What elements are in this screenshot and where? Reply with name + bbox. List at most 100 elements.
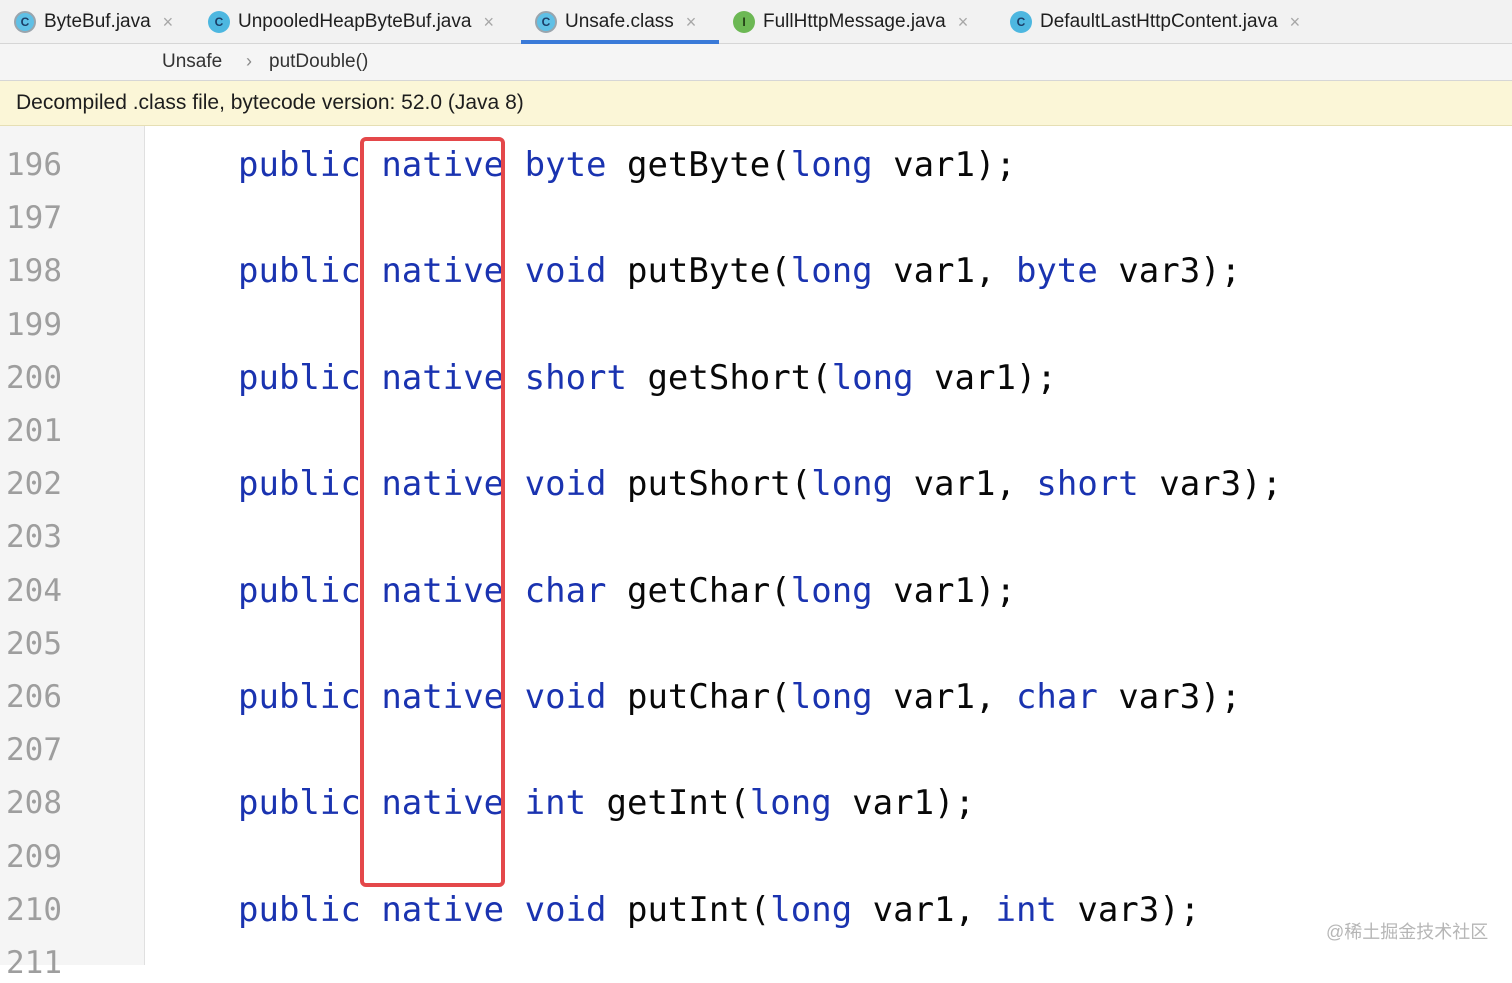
code-line[interactable]: public native void putChar(long var1, ch… xyxy=(238,675,1241,719)
code-keyword: native xyxy=(381,677,505,717)
code-keyword: char xyxy=(1015,677,1098,717)
line-number: 210 xyxy=(6,891,62,928)
close-icon[interactable]: × xyxy=(483,11,494,32)
code-text: putChar( xyxy=(606,677,791,717)
code-keyword: long xyxy=(770,889,853,930)
line-number: 207 xyxy=(6,732,62,769)
line-number: 202 xyxy=(6,466,62,503)
tab-label: FullHttpMessage.java xyxy=(763,11,946,32)
close-icon[interactable]: × xyxy=(957,11,969,32)
code-line[interactable]: public native short getShort(long var1); xyxy=(238,356,1057,400)
breadcrumb-item-unsafe[interactable]: Unsafe xyxy=(162,51,223,72)
code-keyword: void xyxy=(524,677,607,717)
code-text xyxy=(504,890,524,930)
code-keyword: public xyxy=(238,145,361,185)
code-text: putInt( xyxy=(606,889,771,930)
code-text: putByte( xyxy=(606,251,791,292)
line-number: 208 xyxy=(6,785,62,822)
code-keyword: long xyxy=(790,251,873,292)
code-line[interactable]: public native void putInt(long var1, int… xyxy=(238,888,1200,932)
line-number: 205 xyxy=(6,625,62,662)
code-text: getByte( xyxy=(606,145,791,185)
close-icon[interactable]: × xyxy=(162,11,174,32)
code-keyword: public xyxy=(238,889,361,930)
close-icon[interactable]: × xyxy=(1289,11,1301,32)
line-number: 211 xyxy=(6,945,62,981)
line-number: 204 xyxy=(6,572,62,609)
code-keyword: public xyxy=(238,677,361,717)
code-keyword: native xyxy=(381,570,505,611)
code-keyword: long xyxy=(790,145,873,185)
code-keyword: byte xyxy=(524,145,607,185)
line-number: 201 xyxy=(6,413,62,449)
line-number: 198 xyxy=(6,253,62,290)
code-keyword: long xyxy=(811,464,894,505)
code-text: putShort( xyxy=(606,464,812,505)
code-keyword: short xyxy=(1036,464,1139,505)
code-keyword: native xyxy=(381,251,505,292)
line-number: 197 xyxy=(6,200,62,237)
code-text xyxy=(504,677,524,717)
code-line[interactable]: public native void putShort(long var1, s… xyxy=(238,462,1282,506)
code-text: var1); xyxy=(872,570,1016,611)
code-text: var1, xyxy=(872,677,1016,717)
code-line[interactable]: public native char getChar(long var1); xyxy=(238,569,1016,613)
code-text: var1, xyxy=(893,464,1037,505)
code-line[interactable]: public native int getInt(long var1); xyxy=(238,781,975,825)
code-text xyxy=(504,358,524,398)
code-keyword: public xyxy=(238,464,361,505)
code-keyword: native xyxy=(381,783,505,824)
breadcrumb-separator-icon: › xyxy=(246,51,252,71)
code-text: var1); xyxy=(872,145,1016,185)
line-number: 203 xyxy=(6,519,62,556)
class-icon: C xyxy=(14,11,36,33)
code-keyword: public xyxy=(238,570,361,611)
code-keyword: long xyxy=(790,677,873,717)
tab-label: UnpooledHeapByteBuf.java xyxy=(238,11,472,32)
interface-icon: I xyxy=(733,11,755,33)
code-text xyxy=(504,464,524,504)
code-keyword: short xyxy=(524,357,627,398)
code-text: var3); xyxy=(1097,251,1242,292)
tab-unsafe-class[interactable]: C Unsafe.class × xyxy=(521,0,719,44)
code-keyword: public xyxy=(238,357,361,398)
line-number: 196 xyxy=(6,147,62,183)
code-text: getInt( xyxy=(586,783,750,824)
code-text xyxy=(361,890,381,930)
code-line[interactable]: public native byte getByte(long var1); xyxy=(238,143,1016,187)
watermark: @稀土掘金技术社区 xyxy=(1326,922,1489,942)
tab-unpooledheapbytebuf[interactable]: C UnpooledHeapByteBuf.java × xyxy=(208,0,494,44)
breadcrumb: Unsafe › putDouble() xyxy=(0,44,1512,81)
code-line[interactable]: public native void putByte(long var1, by… xyxy=(238,249,1241,293)
tab-defaultlasthttpcontent[interactable]: C DefaultLastHttpContent.java × xyxy=(1010,0,1300,44)
code-keyword: char xyxy=(524,570,607,611)
code-keyword: native xyxy=(381,357,505,398)
line-number: 200 xyxy=(6,359,62,396)
code-keyword: byte xyxy=(1015,251,1098,292)
code-keyword: long xyxy=(790,570,873,611)
code-text xyxy=(504,783,524,823)
close-icon[interactable]: × xyxy=(685,11,697,32)
code-text xyxy=(504,145,524,185)
code-keyword: int xyxy=(524,783,587,824)
code-text: var3); xyxy=(1056,889,1201,930)
tab-bytebuf[interactable]: C ByteBuf.java × xyxy=(14,0,173,44)
code-text: var1, xyxy=(872,251,1016,292)
class-icon: C xyxy=(1010,11,1032,33)
tab-label: ByteBuf.java xyxy=(44,11,151,32)
code-keyword: void xyxy=(524,251,607,292)
class-icon: C xyxy=(208,11,230,33)
class-icon: C xyxy=(535,11,557,33)
tab-fullhttpmessage[interactable]: I FullHttpMessage.java × xyxy=(733,0,968,44)
decompiled-notice-banner: Decompiled .class file, bytecode version… xyxy=(0,81,1512,126)
tab-label: DefaultLastHttpContent.java xyxy=(1040,11,1278,32)
code-text xyxy=(504,251,524,291)
native-keyword-highlight-box xyxy=(360,137,505,887)
breadcrumb-item-putdouble[interactable]: putDouble() xyxy=(269,51,369,72)
line-number: 206 xyxy=(6,679,62,715)
code-keyword: void xyxy=(524,464,607,505)
code-keyword: long xyxy=(831,357,914,398)
banner-text: Decompiled .class file, bytecode version… xyxy=(16,91,524,114)
code-keyword: native xyxy=(381,889,505,930)
code-text: var3); xyxy=(1097,677,1242,717)
